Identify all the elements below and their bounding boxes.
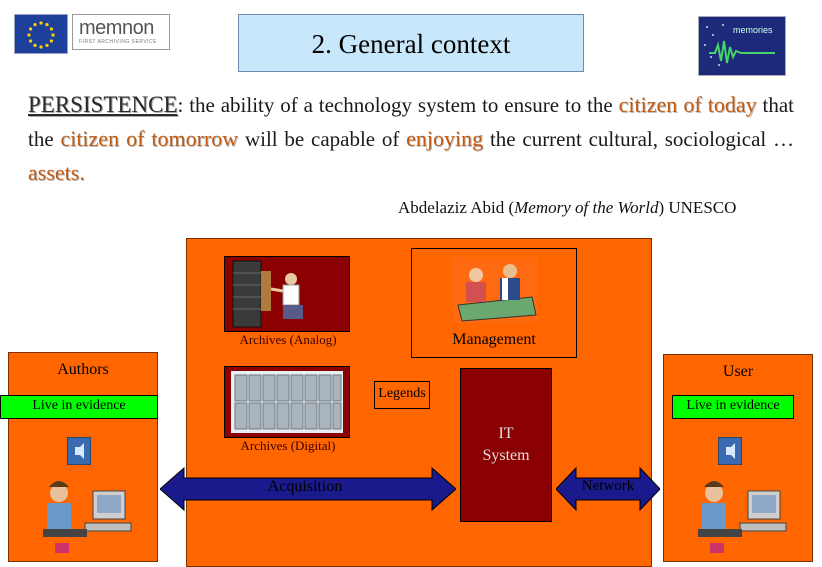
user-label: User — [722, 363, 754, 380]
it-system-label-2: System — [482, 447, 530, 464]
management-frame: Management — [411, 248, 577, 358]
live-in-evidence-right-label: Live in evidence — [686, 398, 780, 413]
attribution-suffix: ) UNESCO — [658, 198, 737, 217]
network-label: Network — [581, 478, 635, 494]
user-at-computer-icon — [698, 481, 787, 553]
it-system-box: IT System — [460, 368, 552, 522]
it-system-label-1: IT — [498, 425, 514, 442]
live-in-evidence-left: Live in evidence — [0, 395, 158, 419]
acquisition-arrow — [160, 466, 456, 512]
title-box: 2. General context — [238, 14, 584, 72]
quote-text-4: the current cultural, sociological … — [483, 127, 795, 151]
archives-digital-image — [224, 366, 350, 438]
keyword-citizen-today: citizen of today — [618, 92, 757, 117]
authors-panel: Authors — [8, 352, 158, 562]
keyword-citizen-tomorrow: citizen of tomorrow — [60, 126, 239, 151]
speaker-icon — [67, 437, 91, 465]
archives-digital-label: Archives (Digital) — [240, 438, 336, 453]
network-arrow — [556, 466, 660, 512]
keyword-persistence: PERSISTENCE — [28, 92, 178, 117]
archives-analog-label: Archives (Analog) — [239, 332, 337, 347]
acquisition-label: Acquisition — [267, 478, 343, 495]
legends-label: Legends — [378, 386, 426, 401]
memnon-logo: memnon FIRST ARCHIVING SERVICE — [72, 14, 170, 50]
keyword-enjoying: enjoying — [406, 126, 484, 151]
legends-box: Legends — [374, 381, 430, 409]
authors-label: Authors — [57, 361, 109, 378]
speaker-icon-user — [718, 437, 742, 465]
keyword-assets: assets. — [28, 160, 85, 185]
live-in-evidence-left-label: Live in evidence — [32, 398, 126, 413]
archives-analog-image — [224, 256, 350, 332]
memories-logo: memories — [698, 16, 786, 76]
memnon-tagline: FIRST ARCHIVING SERVICE — [79, 39, 157, 45]
attribution-prefix: Abdelaziz Abid ( — [398, 198, 515, 217]
memnon-logo-text: memnon — [79, 17, 154, 39]
attribution-italic: Memory of the World — [514, 198, 659, 217]
user-panel: User — [663, 354, 813, 562]
management-label: Management — [452, 331, 536, 348]
author-at-computer-icon — [43, 481, 132, 553]
quote-text-1: : the ability of a technology system to … — [177, 93, 613, 117]
eu-flag-logo — [14, 14, 68, 54]
page-title: 2. General context — [311, 29, 511, 59]
memories-logo-text: memories — [733, 25, 773, 35]
quote-attribution: Abdelaziz Abid (Memory of the World) UNE… — [398, 198, 736, 218]
live-in-evidence-right: Live in evidence — [672, 395, 794, 419]
definition-quote: PERSISTENCE: the ability of a technology… — [28, 88, 794, 190]
quote-text-2: that the — [28, 93, 794, 151]
quote-text-3: will be capable of — [238, 127, 400, 151]
